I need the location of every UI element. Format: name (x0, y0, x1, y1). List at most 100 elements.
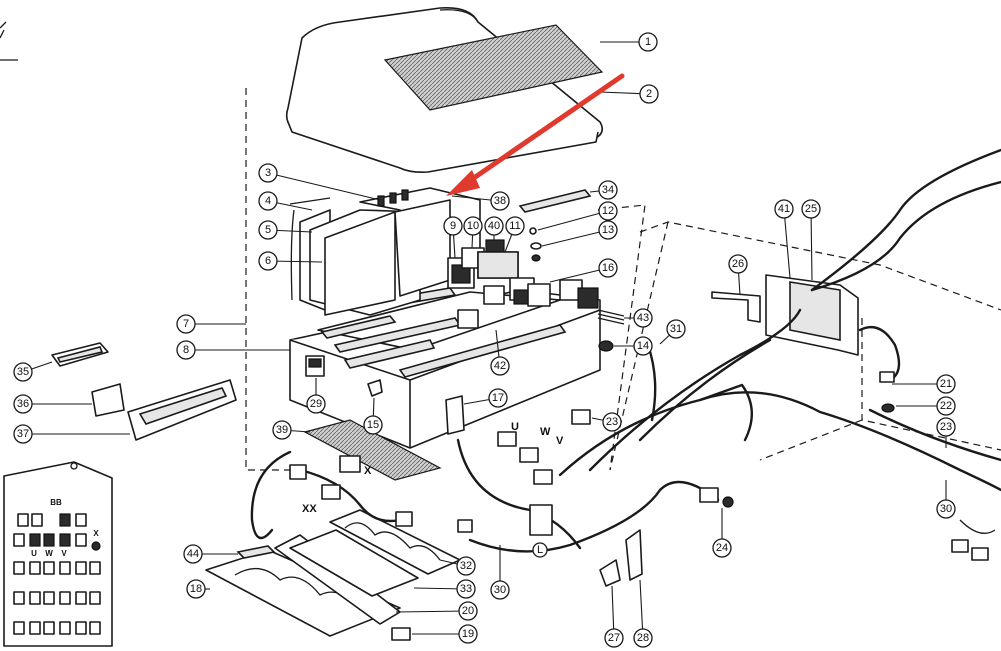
callout-22: 22 (936, 396, 956, 416)
leader-20 (395, 610, 469, 613)
callout-number: 36 (17, 398, 29, 410)
callout-number: 24 (716, 542, 728, 554)
connector-35 (51, 342, 109, 367)
corner-fragment (0, 21, 7, 39)
callout-number: 11 (509, 220, 520, 232)
callout-number: 16 (602, 262, 614, 274)
callout-31: 31 (666, 319, 686, 339)
strip-44 (236, 545, 276, 559)
callout-number: 17 (492, 392, 504, 404)
callout-number: 2 (646, 88, 652, 100)
callout-circle (363, 415, 383, 435)
inset-fuse (89, 561, 101, 575)
callout-number: 37 (17, 428, 29, 440)
callout-43: 43 (633, 308, 653, 328)
fuse-box-cover (285, 6, 604, 173)
inset-fuse (17, 513, 29, 527)
inset-bb-label: BB (50, 498, 62, 507)
callout-circle (598, 220, 618, 240)
callout-23: 23 (936, 417, 956, 437)
callout-number: 21 (940, 378, 952, 390)
callout-number: 4 (265, 195, 271, 207)
callout-number: 23 (940, 421, 952, 433)
callout-circle (186, 579, 206, 599)
callout-number: 19 (462, 628, 474, 640)
callout-11: 11 (505, 216, 525, 236)
callout-number: 23 (606, 416, 618, 428)
inset-w-label: W (45, 549, 53, 558)
inset-fuse (43, 561, 55, 575)
callout-26: 26 (728, 254, 748, 274)
callout-circle (13, 362, 33, 382)
callout-number: 9 (450, 220, 456, 232)
callout-circle (258, 163, 278, 183)
callout-1: 1 (638, 32, 658, 52)
inset-fuse (43, 533, 55, 547)
inset-fuse (75, 513, 87, 527)
inset-fuse (29, 591, 41, 605)
callout-circle (602, 412, 622, 432)
callout-circle (13, 424, 33, 444)
callout-circle (598, 180, 618, 200)
inset-fuse (13, 533, 25, 547)
inset-fuse (75, 621, 87, 635)
label-w: W (540, 426, 551, 438)
callout-9: 9 (443, 216, 463, 236)
bracket-27 (599, 559, 621, 587)
callout-circle (258, 220, 278, 240)
callout-37: 37 (13, 424, 33, 444)
inset-fuse (29, 561, 41, 575)
callout-number: 27 (608, 632, 620, 644)
callout-14: 14 (633, 336, 653, 356)
callout-circle (458, 624, 478, 644)
grommet-14 (598, 340, 614, 352)
inset-x-label: X (93, 529, 99, 538)
callout-circle (774, 199, 794, 219)
callout-number: 10 (467, 220, 479, 232)
callout-number: 8 (183, 344, 189, 356)
callout-13: 13 (598, 220, 618, 240)
callout-30: 30 (936, 499, 956, 519)
callout-circle (490, 580, 510, 600)
inset-fuse (59, 533, 71, 547)
callout-33: 33 (456, 579, 476, 599)
callout-number: 38 (494, 195, 506, 207)
callout-12: 12 (598, 201, 618, 221)
callout-circle (176, 340, 196, 360)
inset-fuse (75, 561, 87, 575)
callout-36: 36 (13, 394, 33, 414)
callout-number: 5 (265, 224, 271, 236)
callout-44: 44 (183, 544, 203, 564)
callout-circle (598, 201, 618, 221)
callout-number: 26 (732, 258, 744, 270)
inset-fuse (59, 591, 71, 605)
leader-25 (810, 208, 813, 281)
callout-circle (488, 388, 508, 408)
inset-fuse (29, 621, 41, 635)
leader-16 (549, 267, 609, 283)
inset-fuse-grid (13, 513, 101, 635)
washer-13b (531, 254, 541, 262)
callout-circle (490, 356, 510, 376)
fuse-strip-37 (127, 379, 237, 441)
callout-29: 29 (306, 394, 326, 414)
control-module-41 (765, 274, 859, 356)
harness-mat-39 (303, 419, 442, 481)
red-arrow (446, 73, 625, 196)
inset-fuse (43, 591, 55, 605)
callout-circle (490, 191, 510, 211)
callout-4: 4 (258, 191, 278, 211)
callout-circle (801, 199, 821, 219)
callout-number: 30 (494, 584, 506, 596)
callout-5: 5 (258, 220, 278, 240)
callout-25: 25 (801, 199, 821, 219)
callout-number: 13 (602, 224, 614, 236)
callout-15: 15 (363, 415, 383, 435)
callout-circle (258, 251, 278, 271)
clip-19 (391, 627, 411, 641)
callout-circle (633, 308, 653, 328)
callout-circle (936, 499, 956, 519)
callout-number: 15 (367, 419, 379, 431)
callout-circle (633, 628, 653, 648)
